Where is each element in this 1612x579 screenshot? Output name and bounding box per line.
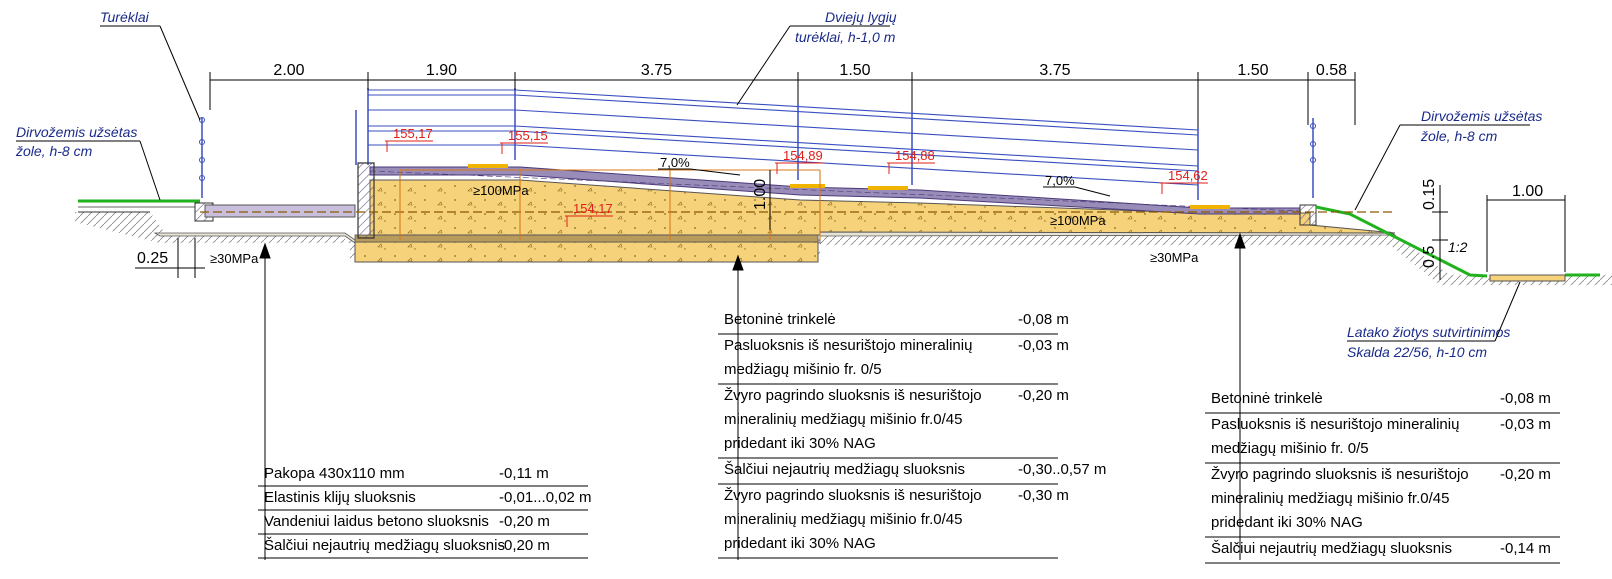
- table-leaders: [259, 232, 1246, 560]
- layer-name: Pasluoksnis iš nesurištojo mineralinių: [724, 337, 972, 354]
- layer-name: Elastinis klijų sluoksnis: [264, 489, 416, 506]
- label-soil-left-1: Dirvožemis užsėtas: [16, 124, 137, 140]
- railing-left: [199, 117, 205, 198]
- dimension-chain: [209, 72, 1356, 128]
- step-stripe: [790, 184, 825, 188]
- label-two-level-railing-2: turėklai, h-1,0 m: [795, 29, 896, 45]
- layer-thickness: -0,20 m: [499, 537, 550, 554]
- layer-thickness: -0,11 m: [499, 465, 549, 482]
- level-value: 154,62: [1168, 168, 1208, 183]
- layer-name: Vandeniui laidus betono sluoksnis: [264, 513, 489, 530]
- level-value: 154,88: [895, 148, 935, 163]
- left-curb: [204, 204, 356, 218]
- layer-name: pridedant iki 30% NAG: [724, 435, 876, 452]
- right-curb: [1299, 204, 1317, 226]
- dim-vertical-right: [1432, 185, 1448, 280]
- layer-name: Žvyro pagrindo sluoksnis iš nesurištojo: [724, 387, 982, 404]
- label-soil-right-1: Dirvožemis užsėtas: [1421, 108, 1542, 124]
- layers-table-middle: Betoninė trinkelė -0,08 m Pasluoksnis iš n…: [718, 311, 1106, 559]
- modulus-label: ≥100MPa: [1050, 213, 1106, 228]
- label-ditch-2: Skalda 22/56, h-10 cm: [1347, 344, 1487, 360]
- layer-thickness: -0,20 m: [499, 513, 550, 530]
- dim-100-right: [1486, 195, 1566, 272]
- slope-label: 7,0%: [1045, 173, 1075, 188]
- layer-name: Betoninė trinkelė: [724, 311, 836, 328]
- layer-thickness: -0,01...0,02 m: [499, 489, 592, 506]
- layer-name: pridedant iki 30% NAG: [1211, 514, 1363, 531]
- slope-label: 7,0%: [660, 155, 690, 170]
- layer-thickness: -0,30 m: [1018, 487, 1069, 504]
- layer-name: mineralinių medžiagų mišinio fr.0/45: [724, 511, 962, 528]
- dim-label-100-right: 1.00: [1512, 183, 1543, 200]
- layer-thickness: -0,20 m: [1018, 387, 1069, 404]
- railing-right-post: [1310, 118, 1316, 198]
- dimension-label: 2.00: [273, 62, 304, 79]
- step-stripe: [868, 186, 908, 190]
- layers-table-left: Pakopa 430x110 mm -0,11 m Elastinis klijų …: [258, 465, 592, 559]
- step-stripe: [1190, 205, 1230, 209]
- dim-025: [135, 238, 205, 278]
- concrete-layer: [354, 234, 819, 243]
- layer-thickness: -0,03 m: [1018, 337, 1069, 354]
- layer-name: Šalčiui nejautrių medžiagų sluoksnis: [1211, 540, 1452, 557]
- subgrade-ground: [75, 212, 1612, 285]
- label-two-level-railing-1: Dviejų lygių: [825, 9, 897, 25]
- level-value: 154,17: [573, 201, 613, 216]
- layer-name: medžiagų mišinio fr. 0/5: [724, 361, 882, 378]
- level-value: 154,89: [783, 148, 823, 163]
- step-stripe: [468, 164, 508, 168]
- modulus-label: ≥30MPa: [210, 251, 259, 266]
- layer-thickness: -0,14 m: [1500, 540, 1551, 557]
- level-value: 155,15: [508, 128, 548, 143]
- dimension-label: 3.75: [1039, 62, 1070, 79]
- level-value: 155,17: [393, 126, 433, 141]
- dim-label-h100: 1.00: [752, 179, 769, 210]
- layer-name: Pasluoksnis iš nesurištojo mineralinių: [1211, 416, 1459, 433]
- layer-thickness: -0,03 m: [1500, 416, 1551, 433]
- layer-name: Betoninė trinkelė: [1211, 390, 1323, 407]
- railing-two-level: [355, 88, 1199, 200]
- layer-thickness: -0,08 m: [1018, 311, 1069, 328]
- ditch-gravel: [1489, 274, 1566, 282]
- dimension-label: 1.90: [426, 62, 457, 79]
- label-soil-left-2: žole, h-8 cm: [15, 143, 93, 159]
- layer-name: Žvyro pagrindo sluoksnis iš nesurištojo: [1211, 466, 1469, 483]
- modulus-label: ≥100MPa: [473, 183, 529, 198]
- label-ditch-1: Latako žiotys sutvirtinimos: [1347, 324, 1510, 340]
- dimension-label: 3.75: [641, 62, 672, 79]
- layer-name: mineralinių medžiagų mišinio fr.0/45: [724, 411, 962, 428]
- layers-table-right: Betoninė trinkelė -0,08 m Pasluoksnis iš n…: [1205, 390, 1560, 564]
- dim-label-015: 0.15: [1421, 179, 1438, 210]
- layer-name: Šalčiui nejautrių medžiagų sluoksnis: [264, 537, 505, 554]
- layer-name: medžiagų mišinio fr. 0/5: [1211, 440, 1369, 457]
- dimension-label: 0.58: [1316, 62, 1347, 79]
- gravel-base-lower: [354, 241, 819, 263]
- layer-thickness: -0,30..0,57 m: [1018, 461, 1106, 478]
- label-railing: Turėklai: [100, 9, 150, 25]
- dimension-label: 1.50: [839, 62, 870, 79]
- grass-right: [1315, 205, 1488, 278]
- modulus-label: ≥30MPa: [1150, 250, 1199, 265]
- construction-lines: [399, 169, 821, 240]
- dimension-label: 1.50: [1237, 62, 1268, 79]
- layer-name: Žvyro pagrindo sluoksnis iš nesurištojo: [724, 487, 982, 504]
- layer-name: pridedant iki 30% NAG: [724, 535, 876, 552]
- retaining-wall-left: [357, 162, 375, 239]
- label-soil-right-2: žole, h-8 cm: [1420, 128, 1498, 144]
- dim-label-025: 0.25: [137, 250, 168, 267]
- slope-ratio: 1:2: [1448, 239, 1468, 255]
- layer-thickness: -0,20 m: [1500, 466, 1551, 483]
- layer-name: mineralinių medžiagų mišinio fr.0/45: [1211, 490, 1449, 507]
- layer-thickness: -0,08 m: [1500, 390, 1551, 407]
- dim-label-05: 0.5: [1421, 246, 1438, 268]
- layer-name: Šalčiui nejautrių medžiagų sluoksnis: [724, 461, 965, 478]
- layer-name: Pakopa 430x110 mm: [264, 465, 405, 482]
